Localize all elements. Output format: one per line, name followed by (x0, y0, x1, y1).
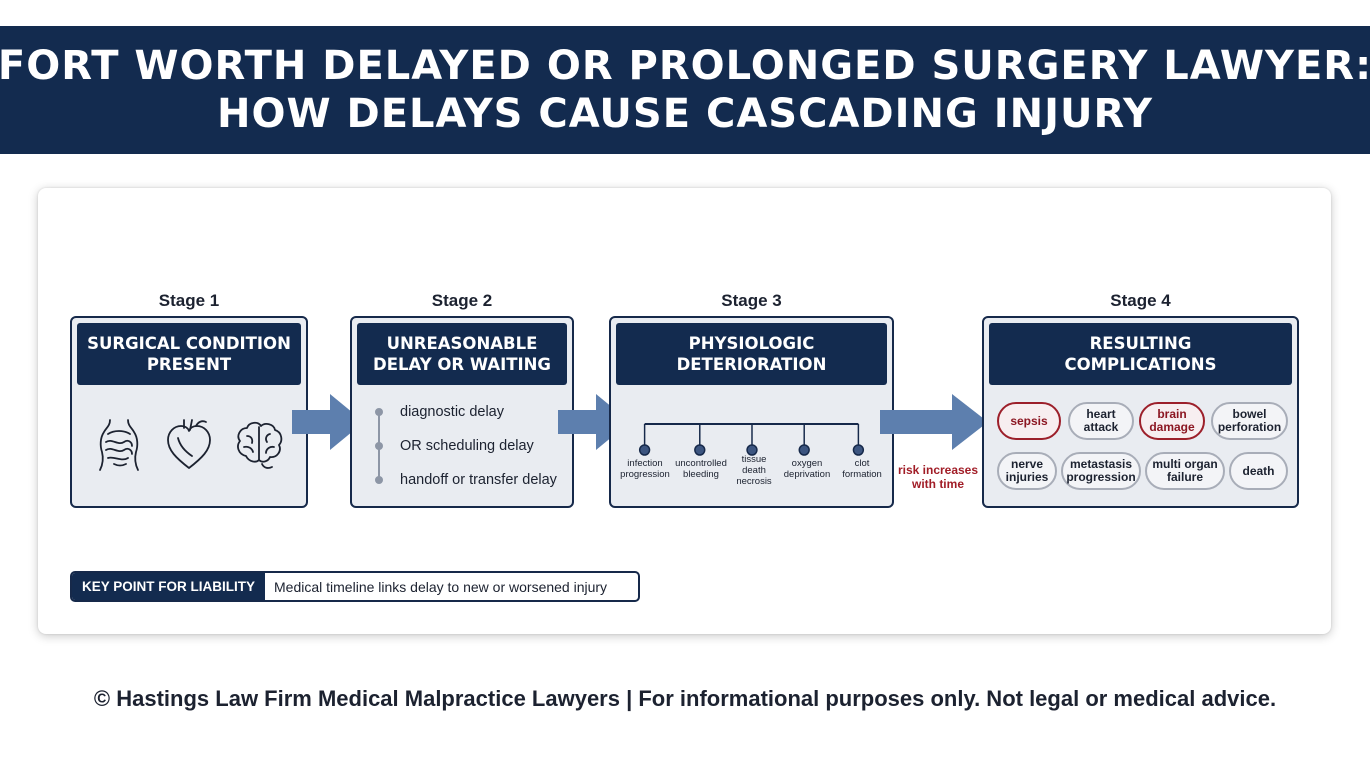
risk-note: risk increases with time (897, 463, 979, 491)
title-line-1: FORT WORTH DELAYED OR PROLONGED SURGERY … (0, 43, 1370, 89)
complication-death: death (1229, 452, 1288, 490)
complication-sepsis: sepsis (997, 402, 1061, 440)
stage-3-label: Stage 3 (721, 291, 782, 310)
key-point-box: KEY POINT FOR LIABILITY Medical timeline… (70, 571, 640, 602)
flow-arrow-3 (880, 394, 988, 450)
flow-arrow-1 (292, 394, 364, 450)
delay-list: diagnostic delay OR scheduling delay han… (370, 398, 570, 498)
list-item: OR scheduling delay (370, 434, 534, 458)
list-item: diagnostic delay (370, 400, 504, 424)
key-point-label: KEY POINT FOR LIABILITY (72, 573, 266, 600)
list-item: handoff or transfer delay (370, 468, 557, 492)
brain-icon (237, 421, 283, 469)
title-line-2: HOW DELAYS CAUSE CASCADING INJURY (216, 91, 1154, 137)
branch-lines (638, 423, 865, 456)
title-banner: FORT WORTH DELAYED OR PROLONGED SURGERY … (0, 26, 1370, 154)
stage-1-icons (84, 414, 294, 474)
stage-4-label: Stage 4 (1110, 291, 1171, 310)
footer-disclaimer: © Hastings Law Firm Medical Malpractice … (93, 686, 1277, 711)
heart-icon (167, 419, 211, 469)
stage-2-heading: UNREASONABLE DELAY OR WAITING (357, 323, 567, 385)
stage-2-box: UNREASONABLE DELAY OR WAITING diagnostic… (350, 316, 574, 508)
stage-4-heading: RESULTING COMPLICATIONS (989, 323, 1292, 385)
key-point-text: Medical timeline links delay to new or w… (274, 578, 608, 595)
intestines-icon (99, 419, 139, 471)
stage-2-label: Stage 2 (431, 291, 493, 310)
stage-3-heading: PHYSIOLOGIC DETERIORATION (616, 323, 887, 385)
stage-1-heading: SURGICAL CONDITION PRESENT (77, 323, 301, 385)
stage-1-label: Stage 1 (158, 291, 220, 310)
stage-1-box: SURGICAL CONDITION PRESENT (70, 316, 308, 508)
